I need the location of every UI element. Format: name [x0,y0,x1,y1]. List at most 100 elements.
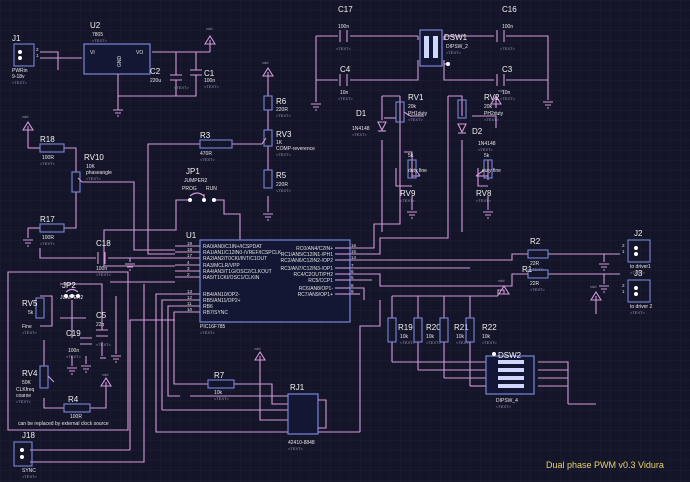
R1-ref: R1 [522,265,533,274]
R3-value: 470R [200,151,212,157]
u1-pin-number: 19 [187,241,193,246]
u1-pin-label: RA3/MCLR/VPP [203,263,240,269]
C2-value: 220u [150,78,161,84]
microcontroller-U1[interactable]: U1 PIC16F785 <TEXT> 19RA0/AN0/C1IN+/ICSP… [175,231,357,335]
resistor-R17[interactable]: R17 100R <TEXT> [39,215,65,246]
connector-J1[interactable]: 21 J1 PWRin 9-18v <TEXT> [12,34,39,85]
u1-pin-number: 14 [351,255,357,260]
u1-pin-label: RB6 [203,304,213,310]
vdd-symbols: vdd vdd vdd vdd vdd vdd vdd vdd [22,26,602,388]
dip-switch-DSW1[interactable]: DSW1 DIPSW_2 <TEXT> [419,29,468,67]
resistor-R20[interactable]: R20 10k <TEXT> [413,317,442,345]
potentiometer-RV4[interactable]: RV4 50K CLKfreq coarse <TEXT> [16,365,55,404]
potentiometer-RV2[interactable]: RV2 20k PH2duty <TEXT> [457,93,504,122]
u1-pin-label: RA5/T1CKI/OSC1/CLKIN [203,275,260,281]
R3-placeholder: <TEXT> [200,157,216,162]
capacitor-C16[interactable]: C16 100n <TEXT> [496,5,517,51]
u1-pin-number: 9 [351,289,354,294]
diode-D2[interactable]: D2 1N4148 <TEXT> [457,123,496,152]
C3-placeholder: <TEXT> [500,96,516,101]
R17-ref: R17 [40,215,55,224]
capacitor-C2[interactable]: C2 220u <TEXT> [150,67,190,90]
resistor-R7[interactable]: R7 10k <TEXT> [207,371,235,401]
J18-value: SYNC [22,468,36,474]
RV10-value2: phaseangle [86,170,112,176]
R6-ref: R6 [276,97,287,106]
u1-pin-label: RA1/AN1/C12IN0-/VREF/ICSPCLK [203,250,282,256]
RV1-ref: RV1 [408,93,424,102]
RJ1-ref: RJ1 [290,383,305,392]
resistor-R18[interactable]: R18 100R <TEXT> [39,135,65,166]
R7-placeholder: <TEXT> [214,396,230,401]
potentiometer-RV1[interactable]: RV1 20k PH1duty <TEXT> [395,93,428,123]
svg-text:1: 1 [622,249,625,254]
resistor-R6[interactable]: R6 220R <TEXT> [263,95,292,118]
U1-placeholder: <TEXT> [200,330,216,335]
C19-ref: C19 [66,329,81,338]
jumper-JP2[interactable]: JP2 JUMPER2 [60,281,84,301]
capacitor-C19[interactable]: C19 100n <TEXT> [66,329,92,359]
JP1-prog-label: PROG [182,186,197,192]
R5-value: 220R [276,182,288,188]
u1-pin-number: 8 [351,283,354,288]
C18-placeholder: <TEXT> [96,272,112,277]
resistor-R1[interactable]: R1 22R <TEXT> [522,265,549,292]
resistor-R22[interactable]: R22 10k <TEXT> [465,317,498,345]
resistor-R4[interactable]: R4 100R [63,395,91,420]
DSW1-placeholder: <TEXT> [446,50,462,55]
RV3-ref: RV3 [276,130,292,139]
vdd-label: vdd [22,114,28,119]
U2-pin-gnd: GND [117,56,123,68]
vdd-label: vdd [206,26,212,31]
regulator-U2[interactable]: VI VO GND U2 7805 <TEXT> [83,21,151,84]
DSW2-placeholder: <TEXT> [496,404,512,409]
C2-placeholder: <TEXT> [174,85,190,90]
capacitor-C17[interactable]: C17 100n <TEXT> [336,5,353,51]
RV1-value: 20k [408,104,417,110]
dip-switch-DSW2[interactable]: DSW2 DIPSW_4 <TEXT> [485,351,535,409]
C1-ref: C1 [204,69,215,78]
u1-pin-number: 6 [351,269,354,274]
R3-ref: R3 [200,131,211,140]
connector-J3[interactable]: 21 J3 to driver 2 <TEXT> [622,269,652,315]
C17-ref: C17 [338,5,353,14]
connector-RJ1[interactable]: RJ1 42410-8848 <TEXT> [287,383,327,451]
svg-text:2: 2 [36,47,39,52]
potentiometer-RV9[interactable]: 5k duty fine RV9 <TEXT> [400,153,427,203]
RV4-value: 50K [22,380,32,386]
capacitor-C4[interactable]: C4 10n <TEXT> [338,65,354,101]
D2-ref: D2 [472,127,483,136]
resistor-R21[interactable]: R21 10k <TEXT> [439,317,472,345]
potentiometer-RV5[interactable]: RV5 5k Fine <TEXT> [22,297,45,335]
u1-pin-label: RA4/AN3/T1G/OSC2/CLKOUT [203,269,272,275]
capacitor-C3[interactable]: C3 10n <TEXT> [496,65,516,101]
diode-D1[interactable]: D1 1N4148 <TEXT> [352,109,387,137]
jumper-JP1[interactable]: JP1 JUMPER2 PROG RUN [182,167,217,202]
capacitor-C18[interactable]: C18 100n <TEXT> [96,239,112,277]
J1-ref: J1 [12,34,21,43]
C3-value: 10n [502,90,511,96]
connector-J18[interactable]: J18 SYNC <TEXT> [13,431,38,479]
connector-J2[interactable]: 21 J2 to driver1 <TEXT> [622,229,651,275]
wires [7,35,620,463]
J1-value: PWRin [12,68,28,74]
D1-value: 1N4148 [352,126,370,132]
u1-pin-number: 7 [351,263,354,268]
JP1-ref: JP1 [186,167,200,176]
resistor-R3[interactable]: R3 470R <TEXT> [199,131,233,162]
C1-placeholder: <TEXT> [204,84,220,89]
u1-pin-label: RA0/AN0/C1IN+/ICSPDAT [203,244,262,250]
u1-pin-number: 10 [187,307,193,312]
potentiometer-RV8[interactable]: 5k duty fine RV8 <TEXT> [475,153,501,203]
u1-pin-label: RB4/AN10/OP2- [203,292,240,298]
resistor-R5[interactable]: R5 220R <TEXT> [263,169,292,193]
potentiometer-RV10[interactable]: RV10 10K phaseangle <TEXT> [71,153,112,193]
R22-value: 10k [482,334,491,340]
capacitor-C1[interactable]: C1 100n <TEXT> [190,69,220,89]
u1-pin-number: 16 [351,243,357,248]
RV8-value: 5k [484,153,490,159]
RV10-placeholder: <TEXT> [86,176,102,181]
potentiometer-RV3[interactable]: RV3 1K COMP-reverence <TEXT> [261,129,315,157]
resistor-R19[interactable]: R19 10k <TEXT> [387,317,416,345]
capacitor-C5[interactable]: C5 22p <TEXT> [96,311,112,347]
